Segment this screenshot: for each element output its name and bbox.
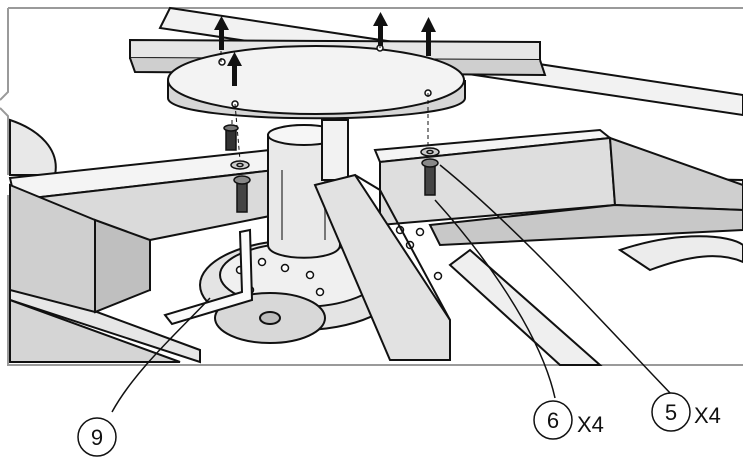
washer-icon	[230, 160, 250, 170]
callout-quantity: X4	[577, 412, 604, 437]
callout-6: 6 X4	[533, 400, 604, 440]
screw-icon	[223, 124, 239, 151]
screw-icon	[421, 158, 439, 196]
callout-5: 5 X4	[651, 392, 721, 432]
arrow-up-icon	[214, 16, 229, 50]
washer-icon	[420, 147, 440, 157]
arrow-up-icon	[227, 52, 242, 86]
callout-number: 6	[547, 408, 559, 433]
screw-icon	[233, 175, 251, 213]
illustration-frame	[0, 7, 743, 366]
callout-number: 9	[91, 425, 103, 450]
lift-arrows	[214, 12, 436, 86]
left-frame-arm	[8, 148, 277, 314]
callout-9: 9	[77, 417, 117, 457]
diagonal-support-bar	[313, 173, 451, 361]
callout-number: 5	[665, 400, 677, 425]
arrow-up-icon	[421, 17, 436, 56]
callout-quantity: X4	[694, 403, 721, 428]
top-plate	[167, 45, 466, 120]
hex-key-icon	[163, 228, 254, 326]
leader-lines	[111, 164, 673, 413]
center-column	[267, 119, 349, 259]
arrow-up-icon	[373, 12, 388, 46]
screws	[223, 124, 440, 213]
